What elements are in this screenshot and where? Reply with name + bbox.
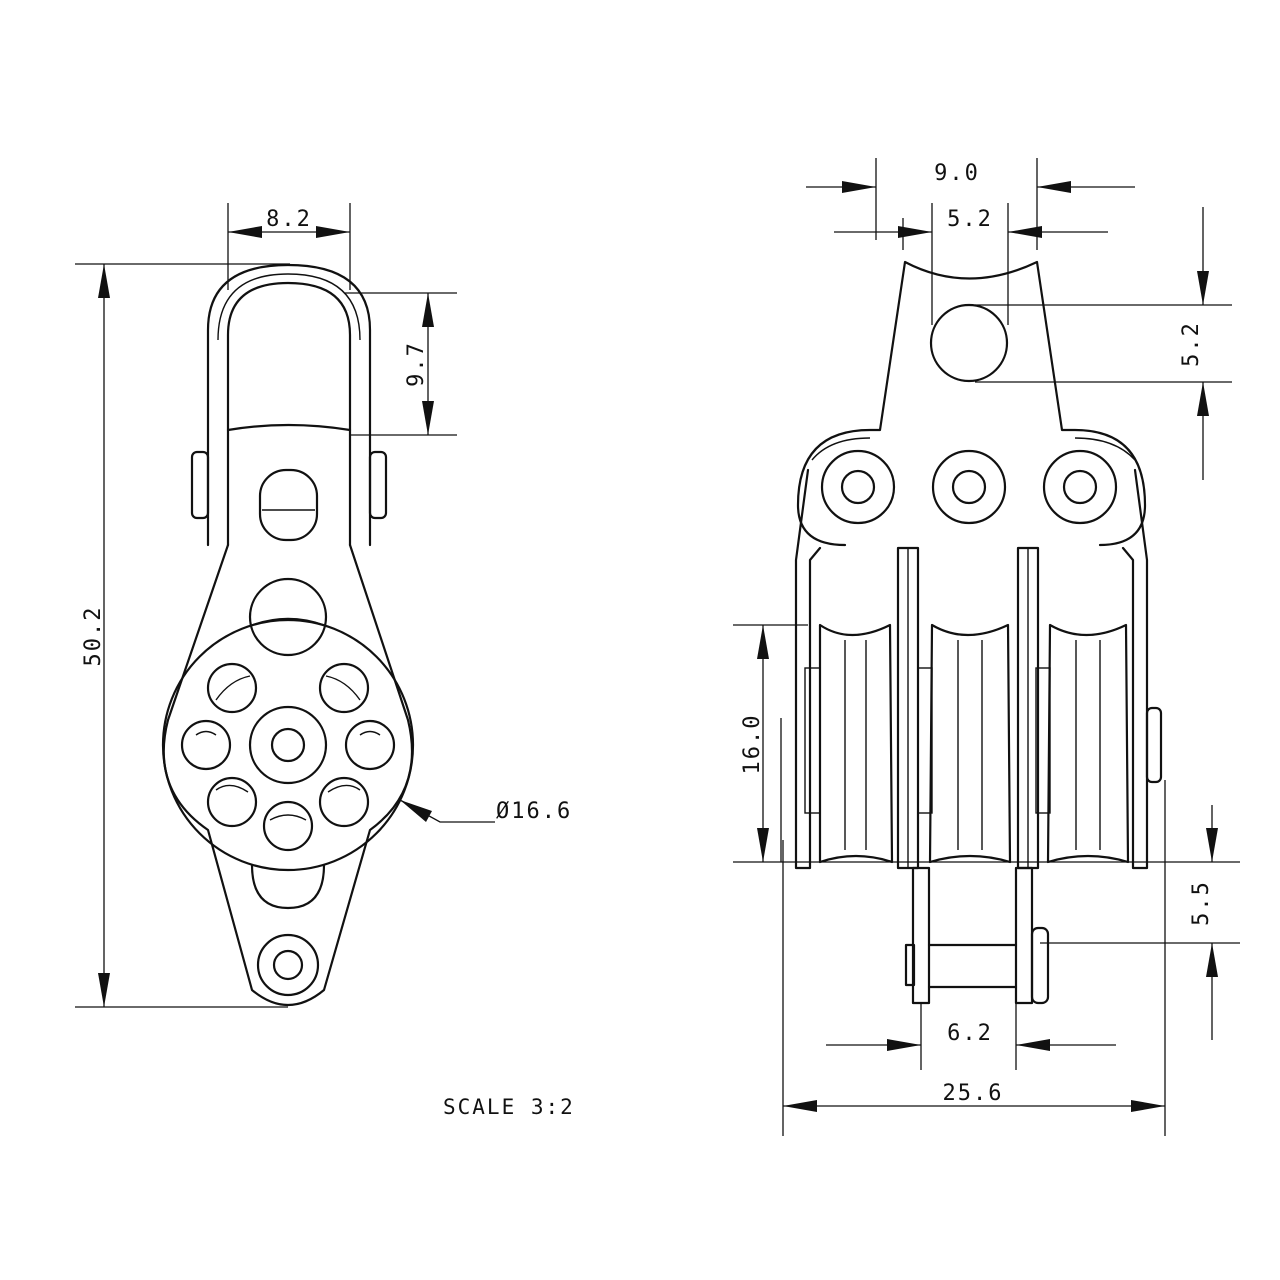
head-piece	[796, 260, 1147, 547]
sheave-holes	[180, 662, 396, 852]
dim-label-25-6: 25.6	[943, 1081, 1004, 1106]
dim-label-8-2: 8.2	[266, 207, 312, 232]
dim-label-6-2: 6.2	[947, 1021, 993, 1046]
dim-label-9-7: 9.7	[404, 341, 429, 387]
top-lightening-hole	[248, 577, 328, 657]
dim-triple-pin-width: 5.2	[834, 203, 1108, 325]
dim-label-5-2-width: 5.2	[947, 207, 993, 232]
dim-label-50-2: 50.2	[81, 606, 106, 667]
shackle-pin-right	[368, 450, 388, 520]
sheave-3	[1035, 623, 1130, 864]
dim-triple-head-width: 9.0	[806, 158, 1135, 250]
sheave-2	[917, 623, 1012, 864]
swivel-slot	[258, 468, 319, 542]
dim-triple-becket-width: 6.2	[826, 1003, 1116, 1070]
becket-boss	[256, 933, 320, 997]
dim-label-5-5: 5.5	[1189, 880, 1214, 926]
sheave-1	[804, 623, 894, 864]
head-pin	[929, 303, 1009, 383]
dim-single-overall-height: 50.2	[75, 263, 290, 1008]
dim-single-top-width: 8.2	[227, 203, 351, 290]
scale-label: SCALE 3:2	[443, 1095, 575, 1119]
axle-boss	[248, 705, 328, 785]
dim-label-16-0: 16.0	[740, 714, 765, 775]
axle-hole	[270, 727, 306, 763]
dim-triple-sheave-height: 16.0	[733, 624, 1240, 863]
dim-single-shackle-height: 9.7	[345, 292, 457, 436]
separator-plates	[896, 546, 1040, 870]
side-plates	[794, 468, 1163, 870]
shackle-outer	[206, 263, 372, 547]
dim-triple-becket-offset: 5.5	[1040, 805, 1240, 1040]
single-block-view: 8.2 9.7 50.2 Ø16.6 SCALE 3:2	[75, 203, 575, 1119]
sheave	[161, 618, 415, 872]
shackle-pin-left	[190, 450, 210, 520]
becket	[904, 866, 1050, 1005]
dim-label-dia-16-6: Ø16.6	[496, 799, 572, 824]
becket-hole	[272, 949, 304, 981]
triple-block-view: 9.0 5.2 5.2	[733, 158, 1240, 1136]
dim-triple-overall-width: 25.6	[782, 780, 1166, 1136]
dim-label-9-0: 9.0	[934, 161, 980, 186]
shackle-inner	[226, 281, 352, 547]
dim-label-5-2-height: 5.2	[1179, 321, 1204, 367]
dim-triple-pin-height: 5.2	[975, 207, 1232, 480]
dim-single-sheave-diameter: Ø16.6	[399, 799, 572, 824]
head-bosses	[820, 449, 1118, 525]
